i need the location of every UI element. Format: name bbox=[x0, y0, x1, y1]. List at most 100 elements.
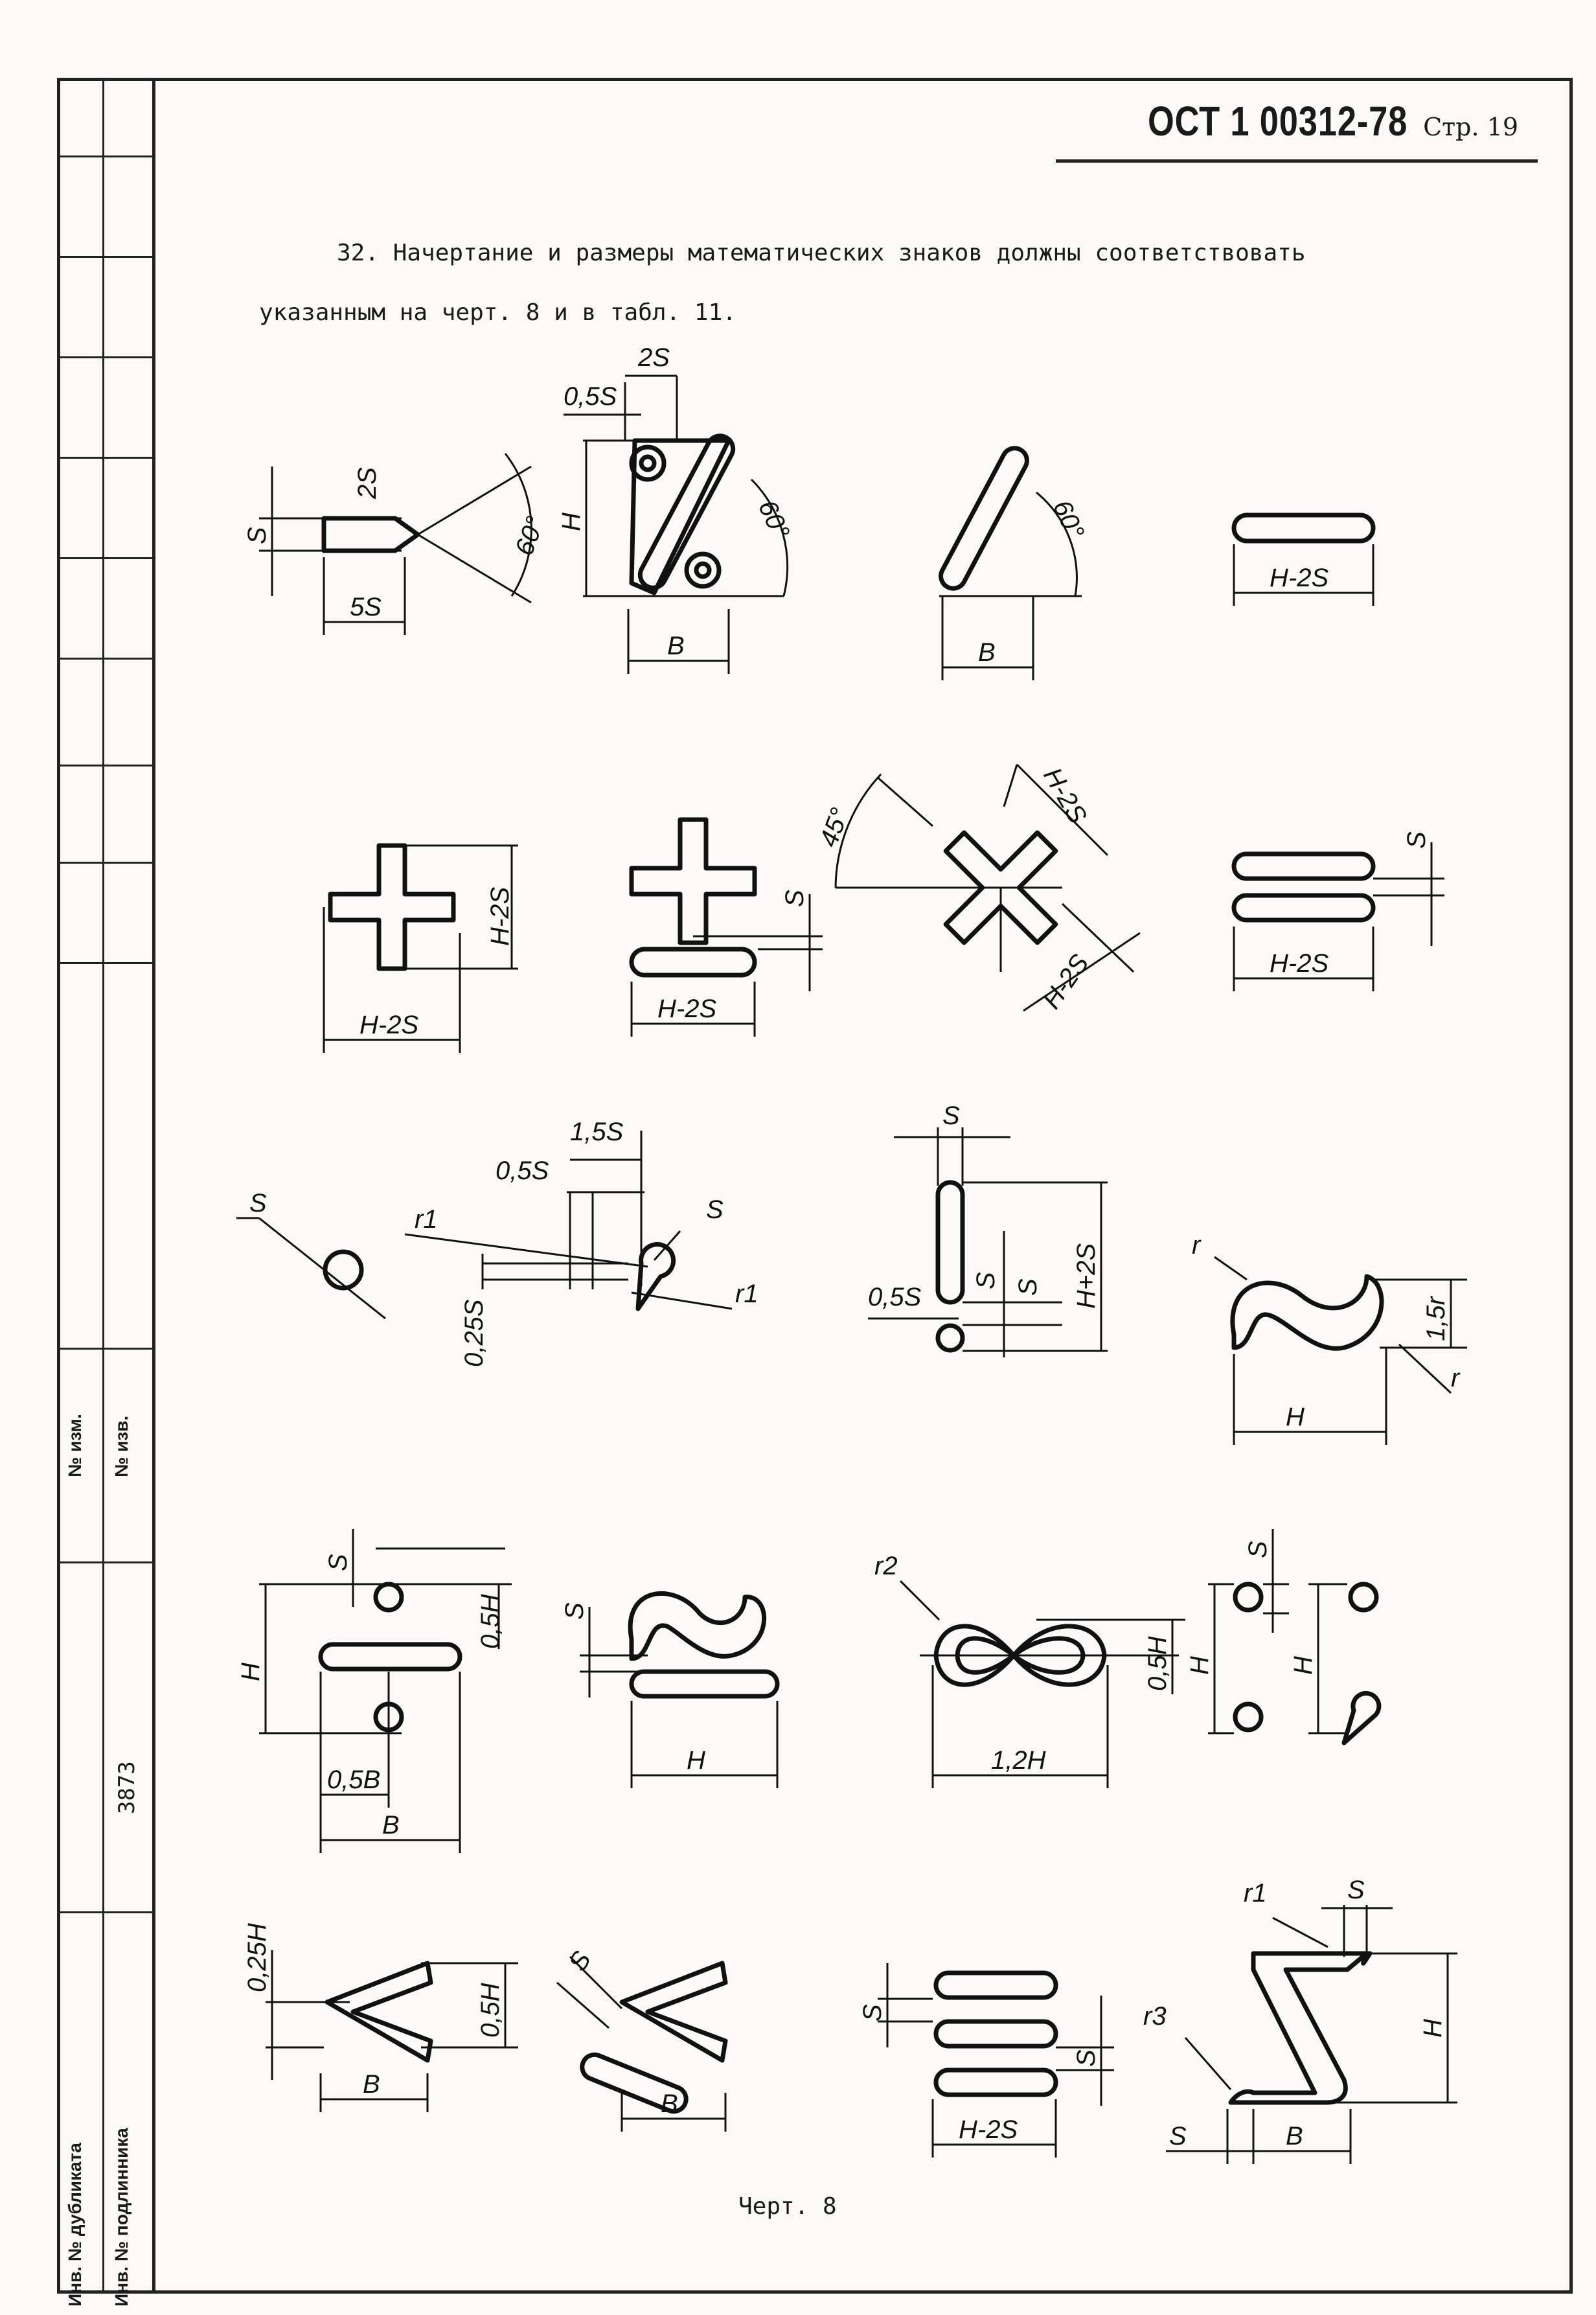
identical-sign-figure: S S H-2S bbox=[858, 1963, 1114, 2158]
strip-row-line bbox=[57, 557, 152, 559]
dim-b-label: B bbox=[1286, 2122, 1303, 2150]
dim-1-2h-label: 1,2H bbox=[991, 1746, 1046, 1775]
dim-s-label: S bbox=[249, 1189, 267, 1217]
drawing-frame bbox=[152, 78, 1573, 2294]
dim-r-label: r bbox=[1192, 1231, 1202, 1260]
dim-45-label: 45° bbox=[814, 804, 854, 851]
dim-r2-label: r2 bbox=[874, 1552, 898, 1580]
exclamation-sign-figure: S S S H+2S 0,5S bbox=[868, 1101, 1108, 1357]
dim-s-label: S bbox=[858, 2004, 887, 2021]
strip-divider bbox=[102, 78, 104, 2294]
dim-60-label: 60° bbox=[1047, 496, 1089, 543]
dim-r-label: r bbox=[1451, 1364, 1461, 1392]
dim-s-label: S bbox=[1402, 831, 1431, 849]
infinity-sign-figure: r2 0,5H 1,2H bbox=[874, 1552, 1185, 1788]
dim-5s-label: 5S bbox=[350, 593, 382, 621]
dim-quarter-s-label: 0,25S bbox=[460, 1299, 488, 1367]
multiply-sign-figure: 45° H-2S H-2S bbox=[814, 763, 1141, 1014]
colon-semicolon-figure: H S H bbox=[1185, 1529, 1382, 1745]
dim-half-b-label: 0,5B bbox=[327, 1766, 380, 1794]
dim-h-minus-2s-label: H-2S bbox=[959, 2115, 1018, 2144]
dim-b-label: B bbox=[363, 2070, 380, 2099]
dim-s-label: S bbox=[1169, 2122, 1187, 2150]
dim-h-label: H bbox=[1286, 1403, 1305, 1431]
degree-circle-figure: S bbox=[236, 1189, 386, 1320]
dim-s-label: S bbox=[324, 1554, 352, 1571]
strip-row-line bbox=[57, 862, 152, 864]
dim-1-5s-label: 1,5S bbox=[570, 1118, 624, 1146]
dim-half-s-label: 0,5S bbox=[496, 1157, 549, 1185]
dim-b-label: B bbox=[667, 632, 685, 660]
dim-b-label: B bbox=[661, 2090, 678, 2118]
dim-s-label: S bbox=[1347, 1876, 1365, 1904]
paragraph-line-2: указанным на черт. 8 и в табл. 11. bbox=[259, 299, 736, 326]
dim-half-h-label: 0,5H bbox=[1143, 1636, 1172, 1691]
page-number: Стр. 19 bbox=[1423, 113, 1518, 141]
dim-h-minus-2s-label: H-2S bbox=[1270, 949, 1328, 978]
dim-b-label: B bbox=[382, 1811, 400, 1839]
dim-h-label: H bbox=[1185, 1656, 1214, 1675]
paragraph-line-1: 32. Начертание и размеры математических … bbox=[337, 240, 1306, 266]
dim-quarter-h-label: 0,25H bbox=[243, 1923, 271, 1992]
less-equal-sign-figure: S B bbox=[556, 1946, 728, 2132]
equals-sign-figure: S H-2S bbox=[1231, 831, 1444, 991]
dim-h-label: H bbox=[236, 1663, 265, 1681]
dim-s-label: S bbox=[243, 527, 271, 544]
strip-row-line bbox=[57, 256, 152, 258]
dim-1-5r-label: 1,5r bbox=[1422, 1295, 1450, 1341]
strip-row-line bbox=[57, 1348, 152, 1350]
dim-s-label: S bbox=[781, 890, 809, 907]
strip-row-line bbox=[57, 1911, 152, 1913]
dim-r3-label: r3 bbox=[1143, 2002, 1167, 2031]
paragraph-32: 32. Начертание и размеры математических … bbox=[259, 224, 1425, 343]
side-stamp-strip: № изм. № изв. 3873 Инв. № дубликата Инв.… bbox=[57, 78, 152, 2307]
dim-h-minus-2s-label: H-2S bbox=[657, 995, 716, 1023]
dim-h-label: H bbox=[1289, 1656, 1317, 1675]
comma-sign-figure: 1,5S 0,5S r1 S r1 0,25S bbox=[404, 1118, 758, 1367]
dim-r1-label: r1 bbox=[1244, 1879, 1267, 1907]
approx-equal-figure: S H bbox=[560, 1591, 780, 1788]
dim-half-h-label: 0,5H bbox=[476, 1983, 505, 2038]
dim-h-label: H bbox=[557, 513, 586, 531]
dim-h-minus-2s-label: H-2S bbox=[359, 1011, 418, 1039]
angle-sign-figure: B 60° bbox=[939, 446, 1089, 680]
dim-s-label: S bbox=[1014, 1278, 1042, 1296]
dim-s-label: S bbox=[1244, 1541, 1272, 1558]
minus-sign-figure: H-2S bbox=[1231, 513, 1376, 606]
header-rule bbox=[1056, 159, 1538, 163]
strip-row-line bbox=[57, 1561, 152, 1563]
dim-r1-label: r1 bbox=[735, 1280, 758, 1308]
dim-s-label: S bbox=[560, 1602, 589, 1620]
dim-h-label: H bbox=[687, 1746, 705, 1775]
dim-h-plus-2s-label: H+2S bbox=[1072, 1243, 1100, 1309]
not-equal-slash-figure: 2S 0,5S H B 60° bbox=[557, 343, 795, 674]
dim-h-label: H bbox=[1419, 2019, 1447, 2038]
strip-row-line bbox=[57, 356, 152, 358]
strip-row-line bbox=[57, 962, 152, 964]
dim-2s-label: 2S bbox=[353, 467, 382, 500]
dim-s-label: S bbox=[942, 1101, 960, 1130]
tilde-sign-figure: H 1,5r r r bbox=[1192, 1231, 1467, 1445]
plus-minus-sign-figure: S H-2S bbox=[629, 817, 823, 1037]
sum-sign-figure: r1 S r3 H S B bbox=[1143, 1876, 1457, 2164]
dim-h-minus-2s-label: H-2S bbox=[1037, 949, 1094, 1014]
arrow-sign-figure: S 2S 5S 60° bbox=[243, 453, 550, 635]
dim-s-label: S bbox=[706, 1195, 724, 1224]
dim-2s-label: 2S bbox=[637, 343, 670, 372]
dim-s-label: S bbox=[564, 1946, 597, 1975]
strip-row-line bbox=[57, 457, 152, 459]
page-frame bbox=[57, 78, 1573, 2294]
dim-r1-label: r1 bbox=[415, 1205, 438, 1234]
dim-60-label: 60° bbox=[510, 513, 550, 559]
dim-s-label: S bbox=[1072, 2049, 1100, 2067]
strip-row-line bbox=[57, 658, 152, 660]
strip-row-line bbox=[57, 765, 152, 766]
dim-h-minus-2s-label: H-2S bbox=[1270, 564, 1328, 592]
dim-s-label: S bbox=[972, 1272, 1000, 1289]
dim-h-minus-2s-label: H-2S bbox=[1038, 763, 1092, 829]
less-than-sign-figure: 0,25H 0,5H B bbox=[243, 1923, 518, 2112]
standard-code: ОСТ 1 00312-78 bbox=[1147, 98, 1408, 144]
dim-half-s-label: 0,5S bbox=[868, 1283, 922, 1311]
dim-b-label: B bbox=[978, 638, 996, 667]
